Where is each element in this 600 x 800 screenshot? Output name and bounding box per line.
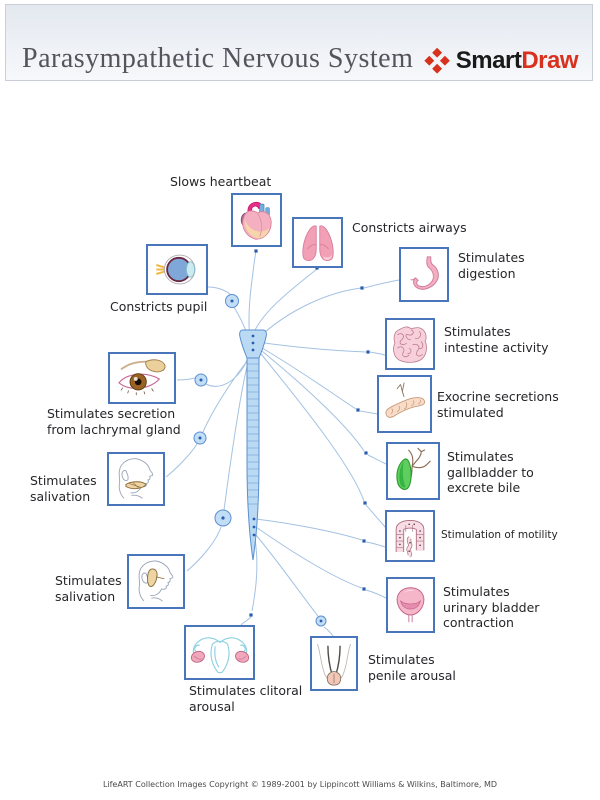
nerve-curve-salivation1-cord: [202, 359, 249, 433]
salivary-gland-icon: [118, 458, 154, 499]
organ-box-lachrymal-gland: [108, 352, 176, 404]
nerve-curve-gallbladder: [256, 346, 365, 452]
organ-box-heart: [231, 193, 282, 247]
gallbladder-icon: [396, 447, 431, 490]
heart-icon: [240, 201, 272, 240]
ganglion-pelvic: [315, 615, 327, 627]
organ-box-salivary-gland: [107, 452, 165, 506]
nerve-curve-intestine: [256, 341, 367, 353]
ganglion-pterygopalatine: [194, 373, 208, 387]
urinary-bladder-icon: [396, 587, 425, 623]
logo-draw: Draw: [521, 47, 578, 74]
logo-wordmark: SmartDraw: [455, 47, 579, 75]
organ-box-eye: [146, 244, 208, 295]
organ-box-parotid-gland: [127, 554, 185, 609]
nerve-curve-pancreas-branch: [359, 410, 378, 415]
spinal-cord: [239, 329, 267, 561]
label-lachrymal: Stimulates secretion from lachrymal glan…: [47, 406, 181, 437]
large-intestine-icon: [395, 520, 425, 558]
nerve-curve-lachrymal: [176, 377, 196, 381]
lungs-icon: [301, 224, 334, 261]
nerve-curve-bladder-branch: [365, 589, 387, 599]
organ-box-small-intestine: [385, 318, 435, 370]
sacral-outflow-dots: [252, 517, 256, 537]
nerve-curve-heart: [248, 249, 257, 339]
nerve-curve-pancreas: [256, 344, 357, 410]
label-gallbladder: Stimulates gallbladder to excrete bile: [447, 449, 534, 495]
cranial-outflow-dots: [251, 334, 255, 352]
uterus-ovaries-icon: [190, 636, 249, 673]
nerve-curve-intestine-branch: [369, 351, 386, 356]
spinal-column: [246, 357, 260, 561]
organ-box-lungs: [292, 217, 343, 268]
label-stomach: Stimulates digestion: [458, 250, 525, 281]
label-pancreas: Exocrine secretions stimulated: [437, 389, 559, 420]
label-bladder: Stimulates urinary bladder contraction: [443, 584, 540, 630]
stomach-icon: [410, 256, 439, 290]
ganglia: [193, 294, 327, 627]
nerve-curve-uterus-branch: [240, 616, 252, 626]
organ-box-stomach: [399, 247, 449, 302]
label-heart: Slows heartbeat: [170, 174, 272, 189]
nerve-curve-motility-upper-branch: [365, 504, 387, 529]
label-intestine: Stimulates intestine activity: [444, 324, 549, 355]
logo-smart: Smart: [455, 47, 522, 74]
nerve-curve-bladder: [255, 526, 363, 589]
label-penis: Stimulates penile arousal: [368, 652, 456, 683]
nerve-curve-stomach-branch: [363, 279, 400, 289]
label-salivation-2: Stimulates salivation: [55, 573, 122, 604]
smartdraw-diamonds-icon: [424, 48, 450, 74]
nerve-curve-eye: [207, 286, 232, 296]
organ-box-large-intestine: [385, 510, 435, 562]
nerve-curve-motility-lower: [255, 518, 363, 541]
ganglion-ciliary: [225, 294, 239, 308]
cord-segment-ticks: [247, 363, 259, 505]
lachrymal-gland-icon: [118, 359, 166, 396]
organ-box-penis: [310, 636, 358, 691]
nerve-curves: [165, 249, 400, 637]
parotid-gland-icon: [138, 560, 174, 602]
header-bar: Parasympathetic Nervous System SmartDraw: [5, 4, 593, 81]
label-eye: Constricts pupil: [110, 299, 208, 314]
label-salivation-1: Stimulates salivation: [30, 473, 97, 504]
organ-box-urinary-bladder: [386, 577, 435, 633]
nerve-curve-penis-branch: [323, 626, 334, 637]
organ-box-pancreas: [377, 375, 432, 433]
nerve-curve-salivation2-cord: [223, 361, 249, 511]
nerve-curve-stomach: [255, 287, 362, 341]
penis-icon: [317, 643, 351, 686]
nerve-curve-salivation1: [165, 443, 198, 478]
label-uterus: Stimulates clitoral arousal: [189, 683, 303, 714]
label-motility: Stimulation of motility: [441, 529, 558, 541]
smartdraw-logo: SmartDraw: [424, 47, 578, 75]
nerve-endpoint-dots: [249, 249, 370, 617]
label-lungs: Constricts airways: [352, 220, 467, 235]
nerve-curve-penis: [255, 534, 319, 617]
nerve-curve-lachrymal-cord: [205, 357, 249, 387]
organ-box-uterus: [184, 625, 255, 680]
nerve-curve-motility-upper: [256, 348, 365, 502]
copyright-text: LifeART Collection Images Copyright © 19…: [102, 780, 498, 789]
nerve-curve-gallbladder-branch: [367, 454, 387, 465]
nerve-curve-uterus: [251, 538, 258, 612]
nerve-curve-motility-lower-branch: [365, 541, 386, 548]
ganglion-otic: [214, 509, 232, 527]
eye-icon: [156, 254, 196, 285]
page-title: Parasympathetic Nervous System: [22, 43, 414, 74]
organ-box-gallbladder: [386, 442, 440, 500]
nerve-curve-salivation2: [186, 526, 222, 572]
pancreas-icon: [384, 382, 425, 418]
small-intestine-icon: [393, 326, 427, 363]
ganglion-submandibular: [193, 431, 207, 445]
